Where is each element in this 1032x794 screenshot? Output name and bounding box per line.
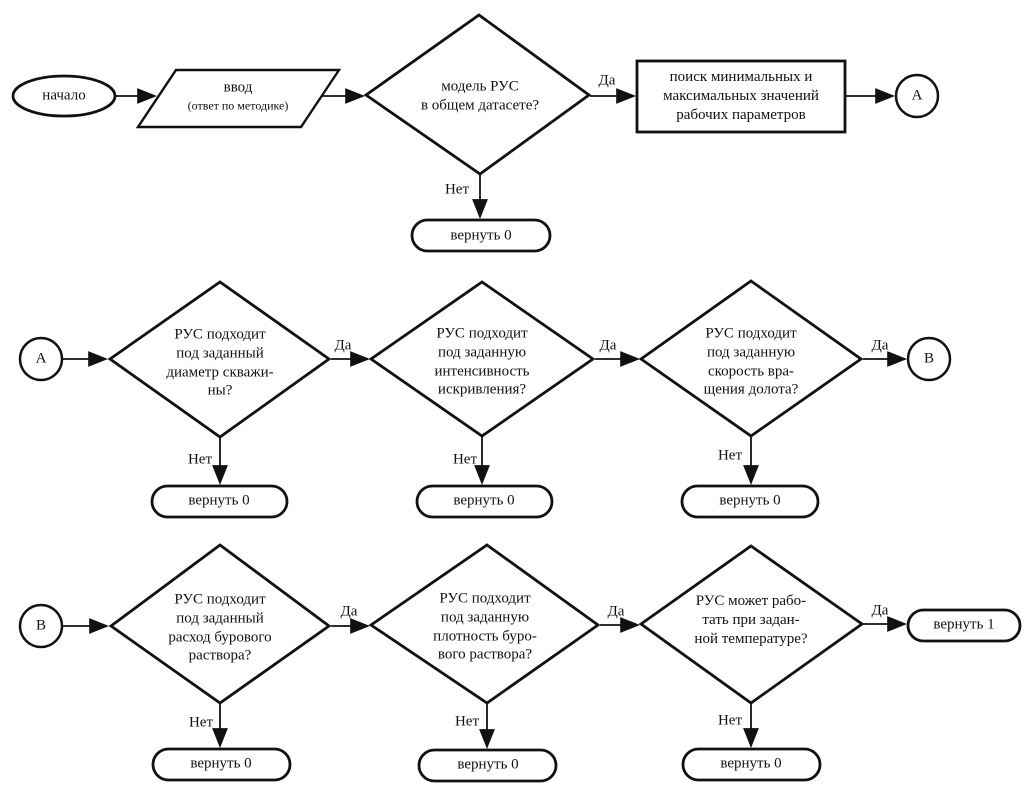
- decision-curvature-intensity-shape: [368, 280, 596, 438]
- edge-label-yes-rotation: Да: [871, 337, 889, 354]
- edge-label-yes-density: Да: [607, 603, 625, 620]
- decision-temperature-shape: [638, 544, 865, 705]
- input-title-label: ввод: [223, 79, 253, 96]
- return1-shape: [906, 608, 1022, 643]
- process-search-minmax-label: поиск минимальных и максимальных значени…: [663, 68, 819, 123]
- connector-b-out-shape: [906, 336, 952, 382]
- decision-mud-flow-rate-shape: [108, 543, 332, 705]
- process-search-minmax-shape: [635, 59, 847, 134]
- decision-well-diameter-label: РУС подходит под заданный диаметр скважи…: [166, 326, 274, 399]
- return0-row2-1-label: вернуть 0: [188, 492, 250, 509]
- return0-row3-1-label: вернуть 0: [190, 755, 252, 772]
- edge-label-yes-temperature: Да: [871, 602, 889, 619]
- decision-model-in-dataset-label: модель РУС в общем датасете?: [420, 78, 540, 113]
- return0-row2-3-shape: [680, 484, 820, 519]
- edge-label-no-flowrate: Нет: [188, 714, 214, 731]
- return0-row1-shape: [410, 218, 552, 253]
- edge-label-yes-curvature: Да: [599, 337, 617, 354]
- connector-b-in-shape: [18, 603, 64, 649]
- connector-a-out-shape: [894, 73, 940, 119]
- edge-label-no-temperature: Нет: [717, 712, 743, 729]
- input-parallelogram-shape: [135, 68, 342, 129]
- edge-label-yes-flowrate: Да: [340, 603, 358, 620]
- connector-a-out-label: А: [911, 87, 923, 104]
- edge-label-no-diameter: Нет: [187, 451, 213, 468]
- return0-row2-2-shape: [415, 484, 554, 519]
- start-terminator-shape: [11, 74, 117, 118]
- return0-row3-3-label: вернуть 0: [720, 755, 782, 772]
- edge-label-no-curvature: Нет: [452, 451, 478, 468]
- edge-label-no-rotation: Нет: [717, 447, 743, 464]
- return0-row3-2-shape: [417, 748, 558, 783]
- connector-a-in-label: А: [35, 350, 47, 367]
- decision-temperature-label: РУС может рабо- тать при задан- ной темп…: [694, 592, 808, 647]
- decision-bit-rotation-speed-label: РУС подходит под заданную скорость вра- …: [703, 325, 799, 398]
- return0-row2-1-shape: [150, 484, 289, 519]
- edge-label-no-density: Нет: [454, 713, 480, 730]
- return0-row3-3-shape: [681, 747, 822, 782]
- connector-b-in-label: В: [35, 617, 47, 634]
- decision-mud-flow-rate-label: РУС подходит под заданный расход буровог…: [168, 591, 272, 664]
- return0-row2-3-label: вернуть 0: [719, 492, 781, 509]
- decision-mud-density-shape: [368, 543, 601, 705]
- edge-label-yes-diameter: Да: [334, 337, 352, 354]
- input-subtitle-label: (ответ по методике): [187, 98, 289, 113]
- decision-model-in-dataset-shape: [363, 13, 592, 176]
- return0-row3-2-label: вернуть 0: [457, 756, 519, 773]
- decision-curvature-intensity-label: РУС подходит под заданную интенсивность …: [434, 325, 530, 398]
- decision-well-diameter-shape: [107, 280, 332, 439]
- edge-label-no-model: Нет: [444, 181, 470, 198]
- return1-label: вернуть 1: [933, 616, 995, 633]
- decision-bit-rotation-speed-shape: [638, 279, 864, 438]
- return0-row1-label: вернуть 0: [450, 227, 512, 244]
- decision-mud-density-label: РУС подходит под заданную плотность буро…: [433, 590, 537, 663]
- connector-b-out-label: В: [923, 350, 935, 367]
- start-label: начало: [42, 87, 86, 104]
- return0-row3-1-shape: [151, 747, 292, 782]
- connector-a-in-shape: [18, 336, 64, 382]
- edge-label-yes-model: Да: [598, 72, 616, 89]
- return0-row2-2-label: вернуть 0: [453, 492, 515, 509]
